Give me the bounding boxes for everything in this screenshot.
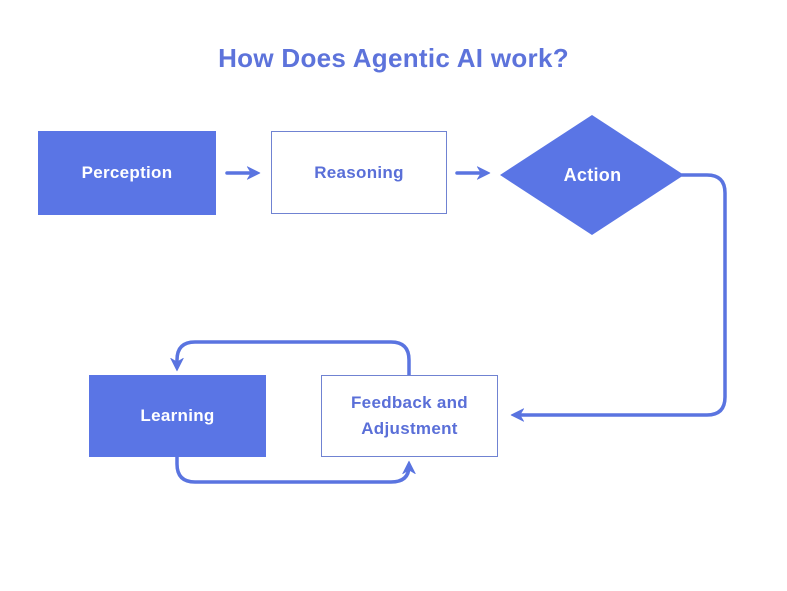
feedback-node-label-line1: Feedback and: [351, 393, 468, 412]
reasoning-node-label: Reasoning: [314, 162, 404, 182]
page-title: How Does Agentic AI work?: [218, 43, 569, 73]
action-node: Action: [500, 115, 685, 235]
perception-node-label: Perception: [81, 163, 173, 182]
action-node-shape: [500, 115, 684, 235]
reasoning-node: Reasoning: [271, 131, 447, 214]
feedback-node: Feedback and Adjustment: [321, 375, 498, 457]
connector-learning-to-feedback: [175, 455, 416, 484]
action-node-label: Action: [563, 164, 622, 185]
learning-node: Learning: [89, 375, 266, 457]
connector-action-to-feedback: [510, 173, 727, 422]
feedback-node-label: Feedback and Adjustment: [351, 390, 468, 442]
learning-node-label: Learning: [140, 406, 215, 425]
feedback-node-label-line2: Adjustment: [361, 419, 458, 438]
connector-feedback-to-learning: [170, 340, 411, 377]
perception-node: Perception: [38, 131, 216, 215]
